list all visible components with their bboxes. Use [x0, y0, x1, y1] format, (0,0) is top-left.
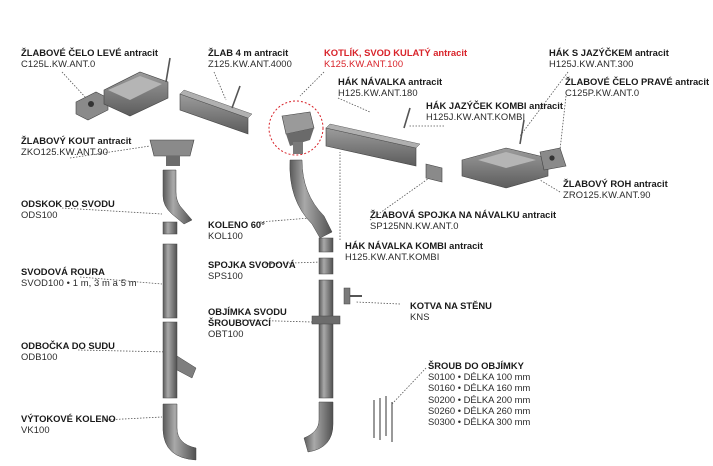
label-hak-navalka-kombi: HÁK NÁVALKA KOMBI antracit H125.KW.ANT.K… — [345, 240, 484, 262]
gutter-left-part — [179, 85, 253, 135]
screw-row: S0160 • DÉLKA 160 mm — [428, 382, 531, 394]
label-kout: ŽLABOVÝ KOUT antracit ZKO125.KW.ANT.90 — [21, 135, 132, 157]
gutter-bracket-part — [425, 163, 443, 183]
label-cela-prave: ŽLABOVÉ ČELO PRAVÉ antracit C125P.KW.ANT… — [565, 76, 710, 98]
label-odbocka: ODBOČKA DO SUDU ODB100 — [21, 340, 115, 362]
gutter-end-cap-left-part — [75, 91, 109, 121]
downpipe-right-assembly — [289, 159, 341, 453]
screw-row: S0300 • DÉLKA 300 mm — [428, 416, 531, 428]
label-svodova-roura: SVODOVÁ ROURA SVOD100 • 1 m, 3 m a 5 m — [21, 266, 137, 288]
label-kotlik: KOTLÍK, SVOD KULATÝ antracit K125.KW.ANT… — [324, 47, 468, 69]
gutter-outlet-part — [268, 100, 324, 156]
screw-row: S0200 • DÉLKA 200 mm — [428, 393, 531, 405]
label-cela-leve: ŽLABOVÉ ČELO LEVÉ antracit C125L.KW.ANT.… — [21, 47, 158, 69]
label-vytokove: VÝTOKOVÉ KOLENO VK100 — [21, 413, 116, 435]
label-roh: ŽLABOVÝ ROH antracit ZRO125.KW.ANT.90 — [563, 178, 668, 200]
label-kotva: KOTVA NA STĚNU KNS — [410, 300, 492, 322]
label-spojka-svodova: SPOJKA SVODOVÁ SPS100 — [208, 259, 296, 281]
label-hak-jazycek-kombi: HÁK JAZÝČEK KOMBI antracit H125J.KW.ANT.… — [426, 100, 563, 122]
wall-anchor-part — [343, 287, 362, 305]
screws-title: ŠROUB DO OBJÍMKY — [428, 360, 524, 371]
label-spojka-navalku: ŽLABOVÁ SPOJKA NA NÁVALKU antracit SP125… — [370, 209, 557, 231]
screw-row: S0100 • DÉLKA 100 mm — [428, 371, 531, 383]
gutter-right-part — [325, 107, 421, 167]
gutter-inside-corner-part — [103, 57, 171, 117]
downpipe-left-assembly — [149, 139, 197, 461]
screws-part — [373, 396, 393, 442]
label-koleno: KOLENO 60° KOL100 — [208, 219, 265, 241]
leader-lines — [61, 71, 569, 421]
gutter-outside-corner-part — [461, 119, 567, 189]
label-objimka: OBJÍMKA SVODU ŠROUBOVACÍ OBT100 — [208, 306, 287, 339]
label-zlab: ŽLAB 4 m antracit Z125.KW.ANT.4000 — [208, 47, 292, 69]
screws-list: ŠROUB DO OBJÍMKY S0100 • DÉLKA 100 mm S0… — [428, 360, 530, 427]
screw-row: S0260 • DÉLKA 260 mm — [428, 404, 531, 416]
label-odskok: ODSKOK DO SVODU ODS100 — [21, 198, 115, 220]
label-hak-navalka: HÁK NÁVALKA antracit H125.KW.ANT.180 — [338, 76, 443, 98]
label-hak-jazyckem: HÁK S JAZÝČKEM antracit H125J.KW.ANT.300 — [549, 47, 669, 69]
